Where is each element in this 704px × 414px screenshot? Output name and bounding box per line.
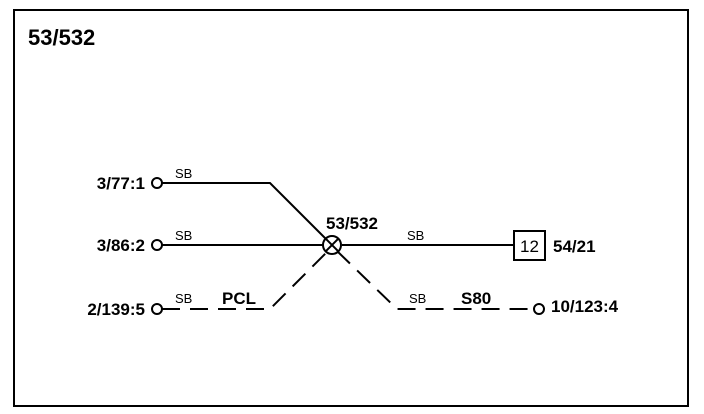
wire-name-s80: S80 bbox=[461, 289, 491, 308]
wire-s80[interactable] bbox=[336, 250, 533, 310]
wire-tag-sb: SB bbox=[175, 291, 192, 306]
connector-number: 12 bbox=[520, 237, 539, 256]
terminal-label: 2/139:5 bbox=[87, 300, 145, 319]
wire-tag-sb: SB bbox=[175, 166, 192, 181]
splice-symbol[interactable] bbox=[322, 235, 342, 255]
wire-pcl[interactable] bbox=[162, 250, 329, 310]
wire-tag-sb: SB bbox=[407, 228, 424, 243]
wire-tag-sb: SB bbox=[175, 228, 192, 243]
terminal-circle[interactable] bbox=[151, 177, 163, 189]
diagram-frame bbox=[13, 9, 689, 407]
terminal-label: 3/77:1 bbox=[97, 174, 145, 193]
terminal-circle[interactable] bbox=[533, 303, 545, 315]
terminal-circle[interactable] bbox=[151, 303, 163, 315]
splice-cross bbox=[324, 237, 340, 253]
diagram-title: 53/532 bbox=[28, 25, 95, 50]
wire-tag-sb: SB bbox=[409, 291, 426, 306]
connector-label: 54/21 bbox=[553, 237, 596, 256]
splice-label: 53/532 bbox=[326, 214, 378, 233]
wire-name-pcl: PCL bbox=[222, 289, 256, 308]
terminal-label: 3/86:2 bbox=[97, 236, 145, 255]
wire-3-77-1[interactable] bbox=[162, 182, 333, 246]
connector-box[interactable] bbox=[513, 230, 546, 261]
terminal-label: 10/123:4 bbox=[551, 297, 619, 316]
terminal-circle[interactable] bbox=[151, 239, 163, 251]
